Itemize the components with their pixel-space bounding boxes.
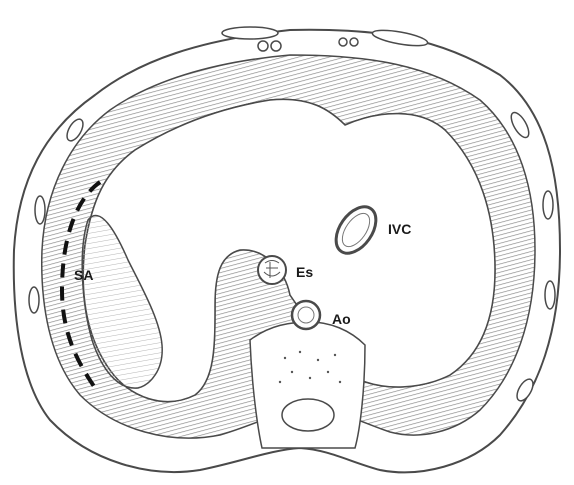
vertebral-body	[282, 399, 334, 431]
label-ivc: IVC	[388, 221, 411, 237]
label-ao: Ao	[332, 311, 351, 327]
aorta-lumen	[298, 307, 314, 323]
label-es: Es	[296, 264, 313, 280]
spine-dotted-area	[270, 338, 350, 390]
label-sa: SA	[74, 267, 93, 283]
